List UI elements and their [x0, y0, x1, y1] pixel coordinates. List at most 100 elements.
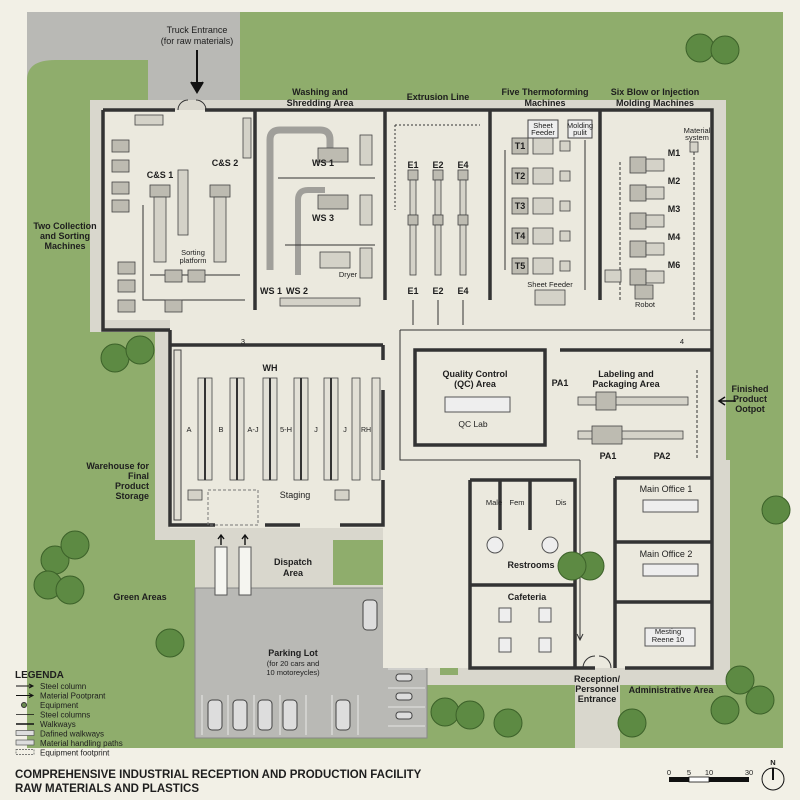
thermoforming-machine-4 — [511, 227, 529, 245]
sheet-feeder-unit — [534, 289, 566, 306]
legend-swatch-icon — [15, 730, 35, 736]
material-handling-path — [504, 140, 586, 290]
molding-clamp — [645, 242, 665, 256]
tree — [725, 665, 755, 695]
material-bin — [117, 299, 136, 313]
warehouse-final-label: Warehouse for — [86, 461, 149, 471]
scale-bar: 0 5 10 30 — [667, 768, 753, 783]
output-arrow-icon — [717, 396, 736, 406]
storage-rack — [371, 377, 381, 481]
material-handling-path — [278, 177, 375, 246]
dispatch-area-label: Dispatch — [274, 557, 312, 567]
legend-item-label: Equipment — [40, 701, 79, 710]
thermoforming-press — [532, 257, 554, 275]
pa2-label: PA2 — [654, 451, 671, 461]
reception-label-3: Entrance — [578, 694, 617, 704]
north-label: N — [770, 758, 775, 767]
cs2-label: C&S 2 — [212, 158, 239, 168]
legend-swatch-icon — [15, 739, 35, 746]
washing-area-label: Washing and — [292, 87, 348, 97]
e2-bottom-label: E2 — [432, 286, 443, 296]
molding-label-5: M6 — [668, 260, 681, 270]
washing-duct — [295, 187, 325, 275]
thermoforming-label-2: T2 — [515, 171, 526, 181]
washing-tank — [359, 134, 373, 166]
office-desk — [642, 563, 699, 577]
material-bin — [111, 181, 130, 195]
thermoforming-output — [559, 230, 571, 242]
dispatch-arrow-icon — [217, 533, 225, 545]
molding-label-2: M2 — [668, 176, 681, 186]
extrusion-line — [409, 179, 417, 216]
sheet-feeder-top-label-2: Feeder — [531, 128, 555, 137]
robot-unit — [634, 284, 654, 300]
parked-car — [207, 699, 223, 731]
rack-label: A-J — [247, 425, 259, 434]
molding-label-4: M4 — [668, 232, 681, 242]
washing-station — [317, 147, 349, 163]
wh-label: WH — [263, 363, 278, 373]
labeling-machine — [595, 391, 617, 411]
extruder-cutter — [432, 214, 444, 226]
tree — [617, 708, 647, 738]
sorting-feed-conveyor — [177, 169, 189, 236]
footer-subtitle: RAW MATERIALS AND PLASTICS — [15, 783, 199, 795]
truck-door[interactable] — [177, 99, 207, 111]
cafeteria-table — [498, 607, 512, 623]
tree — [155, 628, 185, 658]
meeting-room-label-2: Reene 10 — [652, 635, 685, 644]
scale-tick-5: 5 — [687, 768, 691, 777]
parked-motorcycle — [395, 711, 413, 720]
thermoforming-machine-2 — [511, 167, 529, 185]
tree — [430, 697, 460, 727]
tree — [557, 551, 587, 581]
dryer-unit — [319, 251, 351, 269]
material-handling-path — [400, 300, 712, 331]
legend-item-label: Material Pootprant — [40, 692, 106, 701]
office2-label: Main Office 2 — [640, 549, 693, 559]
truck-arrow-icon — [190, 50, 204, 94]
walls — [101, 108, 714, 670]
thermoforming-label-2: Machines — [524, 98, 565, 108]
finished-output-label: Finished — [731, 384, 768, 394]
storage-rack — [134, 114, 164, 126]
extruder-head — [457, 169, 469, 181]
parked-car — [335, 699, 351, 731]
molding-machine-1 — [629, 156, 647, 174]
legend-equipment-icon — [21, 702, 27, 708]
e4-bottom-label: E4 — [457, 286, 468, 296]
thermoforming-output — [559, 170, 571, 182]
reception-walkway — [575, 660, 620, 748]
reception-door[interactable] — [582, 655, 612, 669]
rack-label: A — [186, 425, 191, 434]
tree — [745, 685, 775, 715]
qc-area-label: Quality Control — [443, 369, 508, 379]
reception-label-2: Personnel — [575, 684, 619, 694]
packaging-machine — [591, 425, 623, 445]
molding-label-2: Molding Machines — [616, 98, 694, 108]
molding-unit-label-2: pulit — [573, 128, 588, 137]
parked-car — [257, 699, 273, 731]
truck-trailer — [214, 546, 228, 596]
washing-area-label-2: Shredding Area — [287, 98, 355, 108]
scale-tick-0: 0 — [667, 768, 671, 777]
wh-connector — [170, 318, 383, 348]
meeting-room-label: Mesting — [655, 627, 681, 636]
material-bin — [111, 199, 130, 213]
green-areas-label: Green Areas — [113, 592, 166, 602]
molding-machine-2 — [629, 184, 647, 202]
truck-trailer — [238, 546, 252, 596]
material-system-label: Material — [684, 126, 711, 135]
thermoforming-label-5: T5 — [515, 261, 526, 271]
tree — [60, 530, 90, 560]
e1-top-label: E1 — [407, 160, 418, 170]
rack-label: B — [218, 425, 223, 434]
material-bin — [117, 261, 136, 275]
rack-label: RH — [361, 427, 371, 434]
packaging-area-label: Labeling and — [598, 369, 654, 379]
material-bin — [111, 159, 130, 173]
molding-label: Six Blow or Injection — [611, 87, 700, 97]
ws3-label: WS 3 — [312, 213, 334, 223]
legend-item-label: Steel columns — [40, 711, 90, 720]
